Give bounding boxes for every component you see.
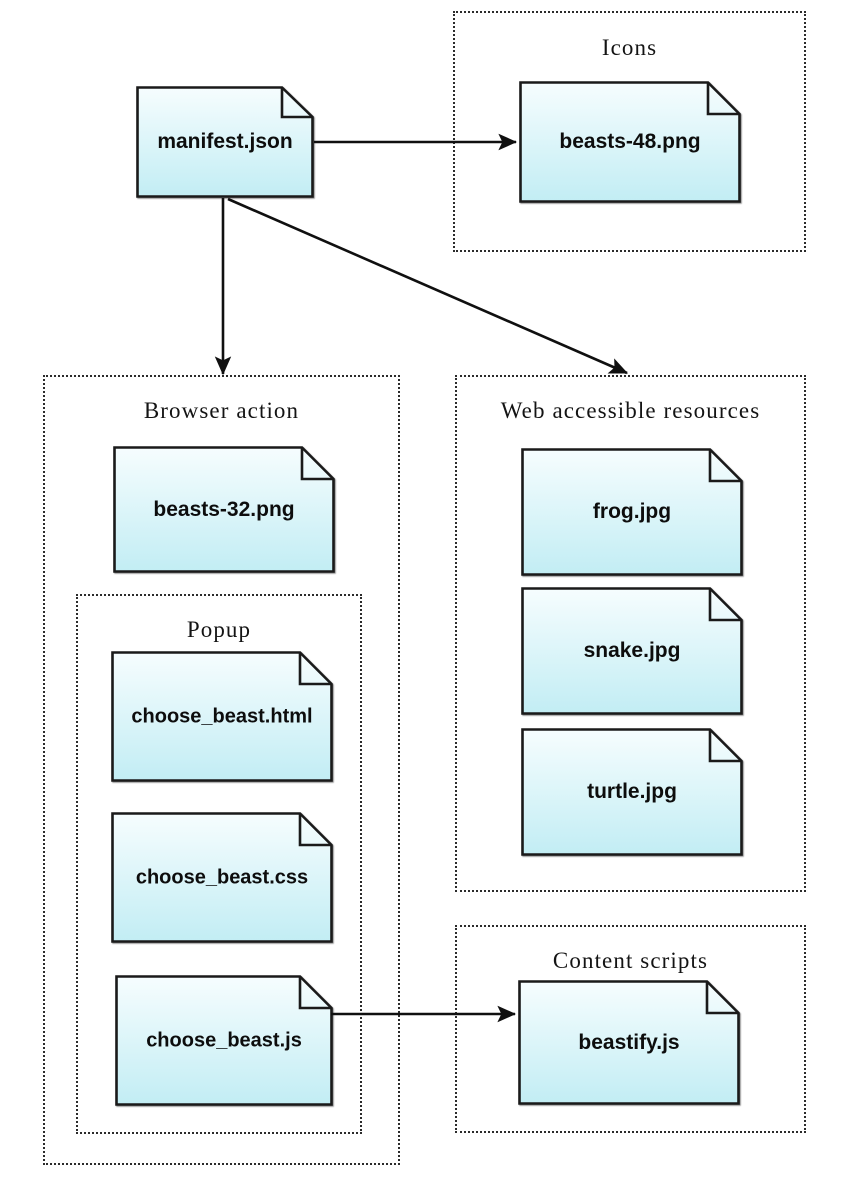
group-browser-action: Browser action xyxy=(43,375,400,1165)
file-icon xyxy=(136,86,314,198)
group-popup: Popup xyxy=(76,594,362,1134)
file-icon xyxy=(111,651,333,782)
group-label-content-scripts: Content scripts xyxy=(552,948,709,973)
group-content-scripts: Content scripts xyxy=(455,925,806,1133)
file-icon xyxy=(115,975,333,1106)
group-label-popup: Popup xyxy=(186,617,252,642)
group-label-browser-action: Browser action xyxy=(143,398,300,423)
group-label-web-accessible-resources: Web accessible resources xyxy=(500,398,761,423)
file-icon xyxy=(521,587,743,715)
file-node-beasts-32-png[interactable]: beasts-32.png xyxy=(113,446,335,573)
file-node-beasts-48-png[interactable]: beasts-48.png xyxy=(519,81,741,203)
file-node-frog-jpg[interactable]: frog.jpg xyxy=(521,448,743,576)
file-node-manifest-json[interactable]: manifest.json xyxy=(136,86,314,198)
file-icon xyxy=(111,812,333,943)
file-node-choose-beast-js[interactable]: choose_beast.js xyxy=(115,975,333,1106)
group-web-accessible-resources: Web accessible resources xyxy=(455,375,806,892)
file-icon xyxy=(518,980,740,1105)
group-label-icons: Icons xyxy=(601,35,658,60)
file-icon xyxy=(521,448,743,576)
file-icon xyxy=(521,728,743,856)
file-icon xyxy=(113,446,335,573)
file-node-choose-beast-html[interactable]: choose_beast.html xyxy=(111,651,333,782)
file-node-turtle-jpg[interactable]: turtle.jpg xyxy=(521,728,743,856)
file-node-snake-jpg[interactable]: snake.jpg xyxy=(521,587,743,715)
group-icons: Icons xyxy=(453,11,806,252)
file-node-beastify-js[interactable]: beastify.js xyxy=(518,980,740,1105)
file-node-choose-beast-css[interactable]: choose_beast.css xyxy=(111,812,333,943)
file-icon xyxy=(519,81,741,203)
